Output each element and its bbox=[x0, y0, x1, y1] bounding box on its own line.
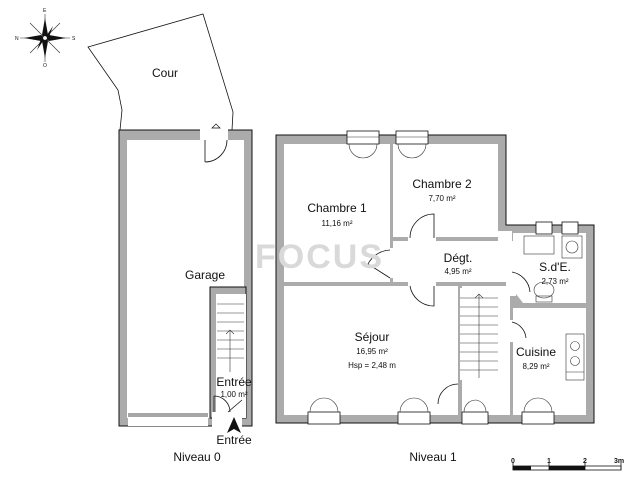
room-label-garage: Garage bbox=[185, 268, 225, 282]
room-label-entree: Entrée bbox=[216, 375, 252, 389]
room-label-sde: S.d'E. bbox=[539, 260, 571, 274]
level1-windows bbox=[307, 130, 579, 425]
scale-tick-3: 3m bbox=[614, 458, 624, 465]
room-label-sejour: Séjour bbox=[355, 330, 390, 344]
compass-o: O bbox=[43, 63, 47, 69]
compass-e: E bbox=[43, 8, 47, 14]
level-caption-1: Niveau 1 bbox=[409, 450, 457, 464]
level1-stairs bbox=[460, 288, 498, 380]
room-area-chambre1: 11,16 m² bbox=[322, 219, 353, 228]
scale-tick-2: 2 bbox=[583, 458, 587, 465]
scale-tick-0: 0 bbox=[511, 458, 515, 465]
entrance-label: Entrée bbox=[216, 433, 252, 447]
sde-fixtures bbox=[523, 235, 583, 303]
compass-n: N bbox=[15, 36, 19, 42]
room-label-chambre1: Chambre 1 bbox=[307, 201, 367, 215]
kitchen-sink-icon bbox=[565, 333, 585, 381]
entry-stairs bbox=[217, 295, 244, 375]
room-area-chambre2: 7,70 m² bbox=[428, 194, 455, 203]
level1-doors bbox=[367, 213, 531, 405]
level-caption-0: Niveau 0 bbox=[173, 450, 221, 464]
courtyard-door bbox=[200, 123, 228, 163]
room-label-cuisine: Cuisine bbox=[516, 345, 556, 359]
room-area-sejour: 16,95 m² bbox=[356, 347, 388, 356]
room-area-entree: 1,00 m² bbox=[220, 390, 247, 399]
entrance-arrow-icon bbox=[227, 417, 241, 433]
room-hsp-sejour: Hsp = 2,48 m bbox=[348, 361, 396, 370]
compass-rose-icon: N S E O bbox=[15, 8, 76, 69]
room-label-degt: Dégt. bbox=[444, 251, 473, 265]
room-area-degt: 4,95 m² bbox=[444, 267, 471, 276]
compass-s: S bbox=[72, 36, 76, 42]
room-label-cour: Cour bbox=[152, 66, 178, 80]
room-area-sde: 2,73 m² bbox=[541, 277, 568, 286]
room-label-chambre2: Chambre 2 bbox=[412, 177, 472, 191]
scale-tick-1: 1 bbox=[547, 458, 551, 465]
scale-bar: 0 1 2 3m bbox=[511, 458, 624, 471]
room-area-cuisine: 8,29 m² bbox=[522, 362, 549, 371]
watermark-text: FOCUS bbox=[255, 238, 384, 276]
